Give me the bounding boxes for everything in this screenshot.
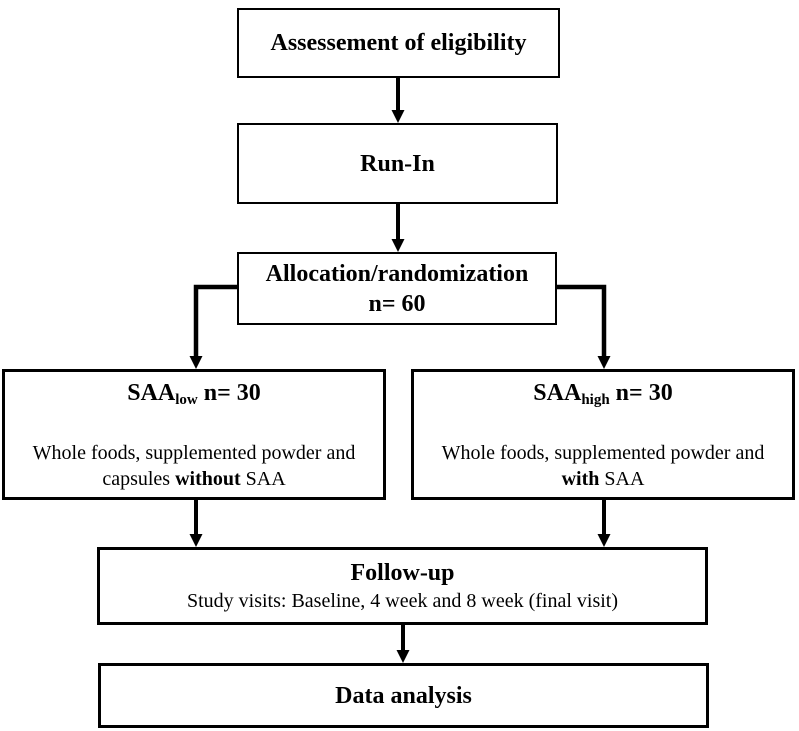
allocation-title: Allocation/randomization: [265, 260, 529, 287]
box-saa-low-arm: SAAlow n= 30 Whole foods, supplemented p…: [2, 369, 386, 500]
saa-high-desc-line1: Whole foods, supplemented powder and: [441, 441, 765, 464]
saa-low-desc-line1: Whole foods, supplemented powder and: [32, 441, 356, 464]
saa-high-description: Whole foods, supplemented powder and wit…: [442, 440, 765, 493]
arrow-saa-high-to-followup: [597, 499, 611, 547]
arrow-eligibility-to-runin: [391, 77, 405, 123]
saa-low-group-label: SAA: [127, 380, 176, 406]
saa-low-subscript: low: [175, 392, 198, 408]
allocation-n-count: n= 60: [368, 290, 426, 317]
saa-low-n-count: n= 30: [197, 380, 261, 406]
saa-high-group-label: SAA: [533, 380, 582, 406]
saa-high-desc-bold: with: [561, 468, 600, 491]
follow-up-subtitle: Study visits: Baseline, 4 week and 8 wee…: [186, 589, 619, 612]
run-in-title: Run-In: [360, 150, 435, 177]
eligibility-title: Assessement of eligibility: [270, 30, 527, 56]
saa-high-desc-post: SAA: [599, 468, 645, 491]
saa-low-title: SAAlow n= 30: [127, 378, 261, 410]
box-run-in: Run-In: [237, 123, 558, 204]
saa-high-title: SAAhigh n= 30: [533, 378, 672, 410]
saa-high-n-count: n= 30: [609, 380, 673, 406]
box-saa-high-arm: SAAhigh n= 30 Whole foods, supplemented …: [411, 369, 795, 500]
box-follow-up: Follow-up Study visits: Baseline, 4 week…: [97, 547, 708, 625]
saa-low-desc-line2: capsules without SAA: [33, 466, 356, 492]
box-allocation-randomization: Allocation/randomization n= 60: [237, 252, 557, 325]
elbow-arrow-allocation-to-saa-high: [556, 284, 611, 369]
elbow-arrow-allocation-to-saa-low: [189, 284, 238, 369]
saa-low-desc-bold: without: [175, 468, 241, 491]
arrow-followup-to-data-analysis: [396, 624, 410, 663]
box-data-analysis: Data analysis: [98, 663, 709, 728]
follow-up-title: Follow-up: [350, 559, 455, 586]
data-analysis-title: Data analysis: [335, 682, 472, 709]
saa-low-description: Whole foods, supplemented powder and cap…: [33, 440, 356, 493]
arrow-runin-to-allocation: [391, 202, 405, 252]
saa-high-subscript: high: [581, 392, 610, 408]
saa-low-desc-post: SAA: [240, 468, 286, 491]
arrow-saa-low-to-followup: [189, 499, 203, 547]
saa-low-desc-pre: capsules: [102, 468, 176, 491]
box-assessment-of-eligibility: Assessement of eligibility: [237, 8, 560, 78]
saa-high-desc-line2: with SAA: [442, 466, 765, 492]
